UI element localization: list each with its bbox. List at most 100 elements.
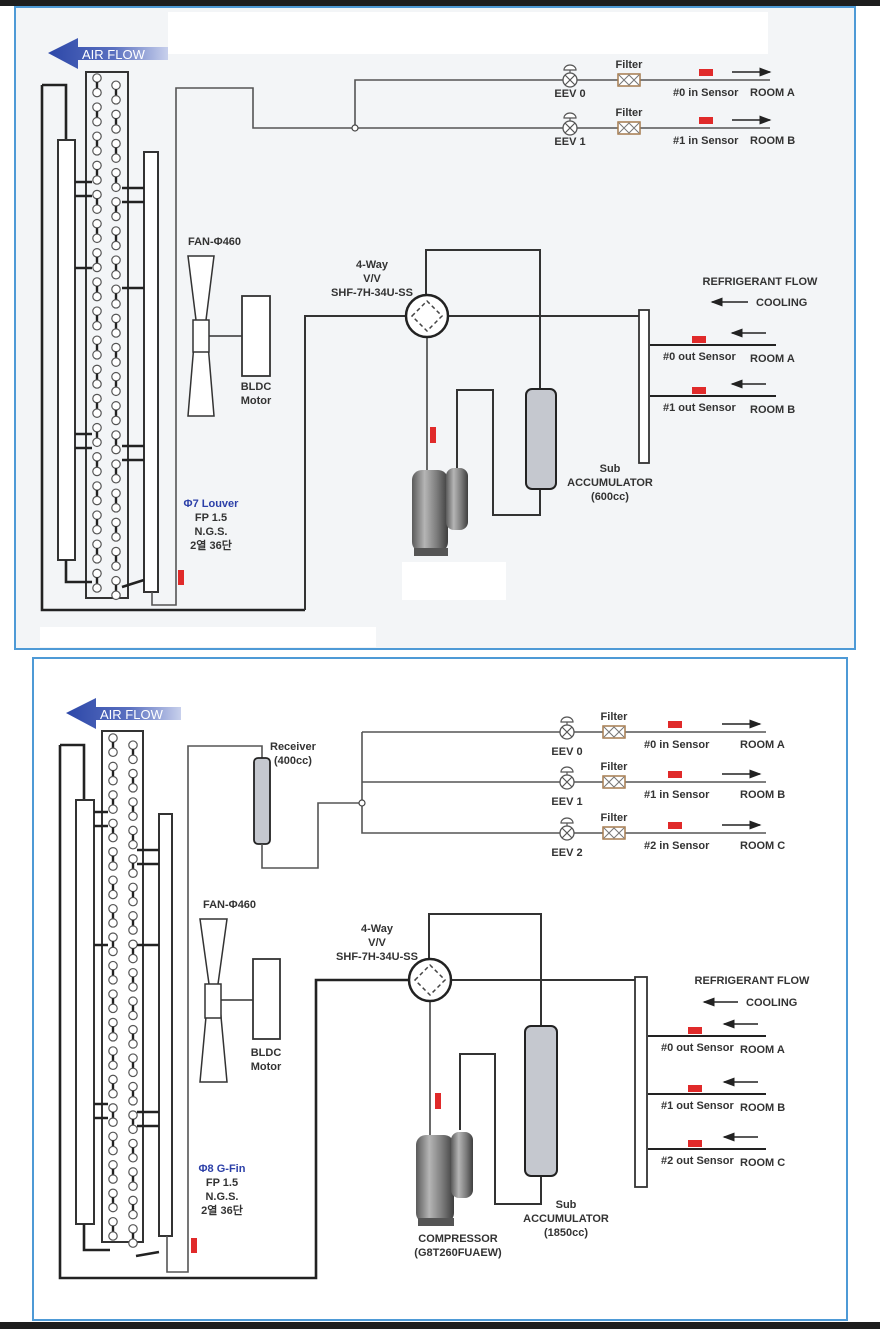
coil-tube [111,182,121,193]
coil-tube [111,299,121,309]
coil-tube [111,415,121,426]
compressor [416,1025,558,1226]
four-way-valve: 4-Way V/V SHF-7H-34U-SS [336,913,636,1135]
out-sensor-marker [692,336,706,343]
coil-tube [128,982,138,992]
blank-caption-bottom-2 [60,1292,526,1316]
motor-label-1: BLDC [251,1047,282,1059]
out-sensor-marker [688,1027,702,1034]
coil-tube [108,889,118,900]
accumulator-label-1: Sub [600,463,621,475]
coil-tube [108,1032,118,1042]
room-label: ROOM A [740,739,785,751]
cooling-label: COOLING [756,297,807,309]
coil-tube [108,775,118,786]
eev-label: EEV 0 [554,88,585,100]
coil-tube [108,804,118,814]
in-sensor-marker [668,822,682,829]
coil-tube [92,379,102,389]
compressor [412,388,557,556]
sensor-marker [430,427,436,443]
refrigerant-flow-label: REFRIGERANT FLOW [703,276,818,288]
coil-tube [128,754,138,765]
filter-label: Filter [601,711,629,723]
coil-tube [128,1096,138,1106]
coil-tube [92,291,102,302]
coil-tube [92,87,102,98]
out-sensor-label: #1 out Sensor [661,1100,734,1112]
coil-tube [92,495,102,506]
eev-valve-icon [562,112,578,136]
coil-tube [128,1067,138,1078]
accumulator-label-2: ACCUMULATOR [567,477,653,489]
refrigerant-flow-label: REFRIGERANT FLOW [695,975,810,987]
in-sensor-label: #1 in Sensor [673,135,739,147]
valve-label-3: SHF-7H-34U-SS [336,951,418,963]
out-sensor-label: #2 out Sensor [661,1155,734,1167]
coil-tube [92,146,102,156]
coil-tube [111,444,121,455]
coil-tube [92,583,102,593]
out-sensor-marker [692,387,706,394]
room-label: ROOM B [740,789,785,801]
coil-tube [108,1174,118,1184]
in-sensor-label: #0 in Sensor [644,739,710,751]
filter-icon [602,775,626,789]
sensor-marker [191,1238,197,1253]
coil-tube [108,1060,118,1071]
out-sensor-label: #0 out Sensor [661,1042,734,1054]
coil-tube [92,408,102,418]
out-sensor-label: #0 out Sensor [663,351,736,363]
coil-tube [128,1209,138,1220]
outlet-branch-1: #1 out Sensor ROOM B [648,1077,785,1114]
eev-label: EEV 2 [551,847,582,859]
room-label: ROOM B [740,1102,785,1114]
coil-tube [108,1003,118,1014]
coil-tube [108,1088,118,1099]
eev-label: EEV 1 [551,796,582,808]
coil-tube [92,524,102,535]
coil-tube [92,466,102,477]
coil-tube [128,1152,138,1163]
coil-type: Φ8 G-Fin [199,1163,246,1175]
in-sensor-marker [668,771,682,778]
sub-accumulator [524,1025,558,1177]
coil-tube [128,1181,138,1191]
coil-tube [128,811,138,822]
fan-label: FAN-Φ460 [203,899,256,911]
filter-icon [602,725,626,739]
motor-label-2: Motor [251,1061,282,1073]
room-label: ROOM A [750,87,795,99]
coil-tube [111,211,121,222]
coil-tube [92,262,102,273]
filter-label: Filter [601,812,629,824]
coil-tube [92,233,102,244]
air-flow-label: AIR FLOW [100,707,164,722]
coil-tube [111,328,121,338]
accumulator-label-2: ACCUMULATOR [523,1213,609,1225]
motor-label-1: BLDC [241,381,272,393]
in-sensor-marker [699,69,713,76]
coil-tube [108,1145,118,1156]
receiver-label-2: (400cc) [274,755,312,767]
filter-icon [602,826,626,840]
coil-tube [108,918,118,928]
filter-label: Filter [616,107,644,119]
accumulator-label-3: (600cc) [591,491,629,503]
coil-tube [108,946,118,957]
outlet-header: REFRIGERANT FLOW COOLING [634,975,810,1188]
coil-tube [111,386,121,397]
out-sensor-label: #1 out Sensor [663,402,736,414]
in-sensor-label: #1 in Sensor [644,789,710,801]
room-label: ROOM B [750,404,795,416]
coil-ngs: N.G.S. [205,1191,238,1203]
